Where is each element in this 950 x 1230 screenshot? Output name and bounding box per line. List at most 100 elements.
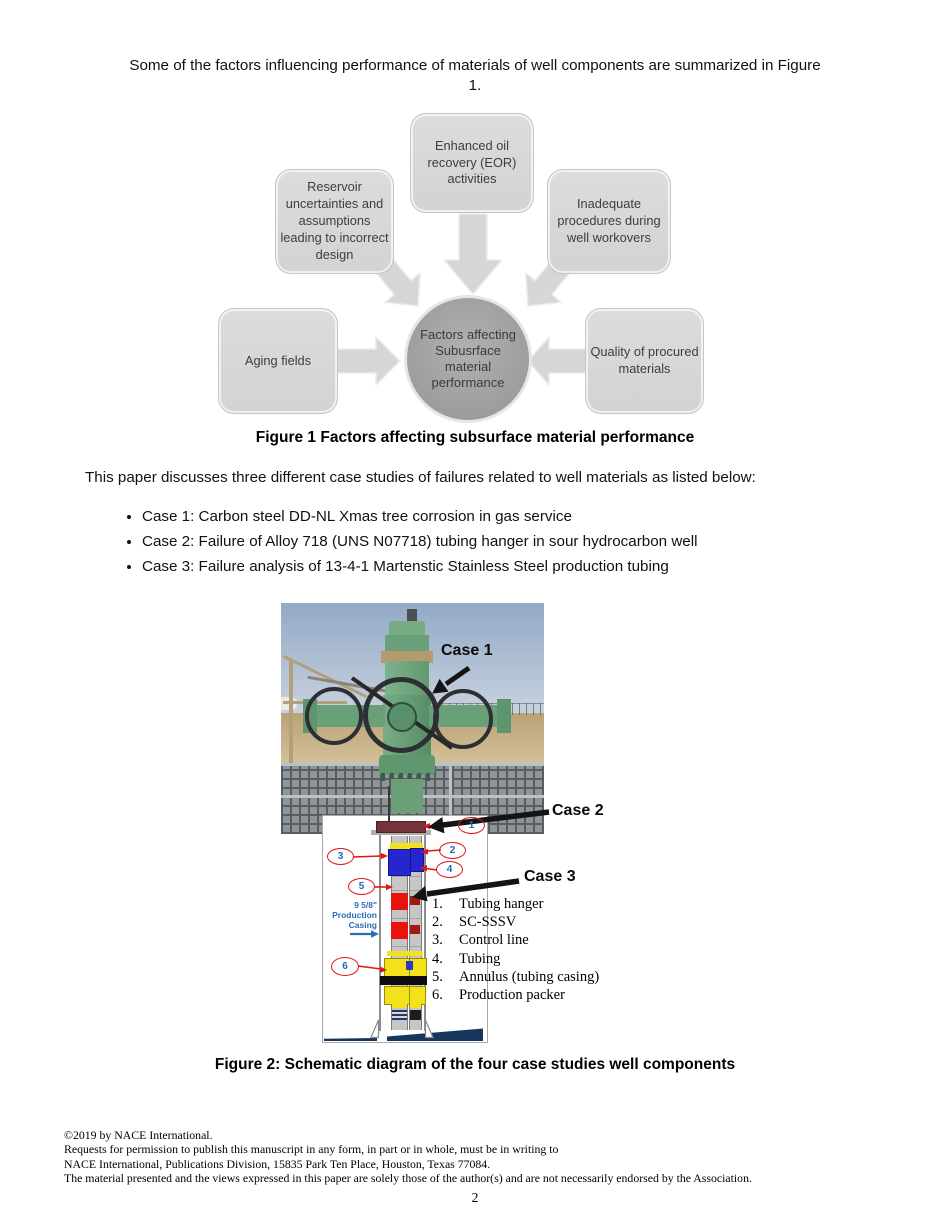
legend-text: Control line bbox=[459, 932, 529, 949]
list-item-case2: Case 2: Failure of Alloy 718 (UNS N07718… bbox=[142, 533, 698, 550]
legend-text: Production packer bbox=[459, 987, 565, 1004]
footer-line: ©2019 by NACE International. bbox=[64, 1128, 213, 1142]
figure2-caption: Figure 2: Schematic diagram of the four … bbox=[214, 1056, 736, 1073]
legend-number: 1. bbox=[432, 896, 443, 912]
page-number: 2 bbox=[471, 1190, 479, 1205]
ground-wedge bbox=[387, 1028, 483, 1041]
wellhead-lower-flange bbox=[379, 755, 435, 775]
arrow-left-icon bbox=[527, 336, 588, 386]
leader-line-6 bbox=[357, 965, 382, 970]
grating-frame-bar bbox=[449, 762, 452, 834]
leader-arrowhead-2 bbox=[421, 848, 428, 855]
lower-yellow-left bbox=[392, 1004, 407, 1008]
wellhead-base bbox=[391, 779, 423, 813]
legend-row: 4.Tubing bbox=[432, 950, 599, 968]
red-block-upper bbox=[391, 893, 408, 910]
factor-box-aging: Aging fields bbox=[218, 308, 338, 414]
legend-number: 2. bbox=[432, 914, 443, 931]
case2-label: Case 2 bbox=[552, 802, 604, 819]
figure1-diagram: Enhanced oil recovery (EOR) activities R… bbox=[210, 110, 742, 432]
legend-text: Tubing bbox=[459, 950, 501, 967]
case-studies-paragraph: This paper discusses three different cas… bbox=[85, 469, 756, 486]
wellhead-tan-band bbox=[381, 651, 433, 663]
casing-pointer-arrowhead bbox=[371, 930, 379, 938]
leader-line-3 bbox=[352, 855, 382, 858]
case1-arrow-line bbox=[444, 665, 471, 687]
figure1-caption: Figure 1 Factors affecting subsurface ma… bbox=[255, 429, 695, 446]
casing-label-line2: Production bbox=[332, 910, 377, 920]
left-handwheel bbox=[305, 687, 363, 745]
case1-arrowhead bbox=[432, 678, 449, 694]
arrow-down-icon bbox=[443, 213, 503, 295]
sssv-cap bbox=[410, 843, 422, 848]
packer-seal-band bbox=[380, 976, 427, 985]
legend-row: 1.Tubing hanger bbox=[432, 895, 599, 913]
case-studies-list: Case 1: Carbon steel DD-NL Xmas tree cor… bbox=[116, 508, 698, 583]
factor-box-quality: Quality of procured materials bbox=[585, 308, 704, 414]
red-block-lower bbox=[391, 922, 408, 939]
case1-label: Case 1 bbox=[441, 642, 493, 659]
support-frame-post bbox=[289, 661, 293, 763]
lower-hatch-left bbox=[392, 1010, 407, 1020]
case3-arrow-line bbox=[426, 878, 520, 897]
factor-box-eor: Enhanced oil recovery (EOR) activities bbox=[410, 113, 534, 213]
footer-line: The material presented and the views exp… bbox=[64, 1170, 752, 1185]
leader-arrowhead-3 bbox=[381, 852, 388, 860]
packer-blue-bit bbox=[406, 961, 413, 970]
callout-bubble-2: 2 bbox=[439, 842, 466, 859]
wellhead-top-fitting bbox=[407, 609, 417, 623]
intro-line-2: 1. bbox=[468, 76, 482, 94]
central-factors-circle: Factors affecting Subusrface material pe… bbox=[404, 295, 532, 423]
callout-bubble-3: 3 bbox=[327, 848, 354, 865]
figure2-composite: 9 5/8" Production Casing bbox=[0, 600, 950, 1050]
footer-line: Requests for permission to publish this … bbox=[64, 1142, 559, 1157]
arrow-right-icon bbox=[335, 336, 401, 386]
flange-bolts bbox=[381, 773, 433, 781]
legend-number: 6. bbox=[432, 987, 443, 1004]
wellhead-cap bbox=[385, 635, 429, 653]
callout-bubble-5: 5 bbox=[348, 878, 375, 895]
legend-text: SC-SSSV bbox=[459, 914, 517, 931]
intro-paragraph: Some of the factors influencing performa… bbox=[0, 56, 950, 95]
lower-hatch-right bbox=[410, 1010, 421, 1020]
component-legend: 1.Tubing hanger 2. SC-SSSV 3. Control line… bbox=[432, 895, 599, 1004]
intro-line-1: Some of the factors influencing performa… bbox=[129, 57, 821, 74]
leader-line-4 bbox=[425, 867, 438, 871]
legend-row: 6. Production packer bbox=[432, 986, 599, 1004]
casing-wall-left bbox=[379, 834, 381, 1031]
list-item-case3: Case 3: Failure analysis of 13-4-1 Marte… bbox=[142, 558, 698, 575]
legend-row: 3. Control line bbox=[432, 931, 599, 949]
legend-number: 3. bbox=[432, 932, 443, 949]
red-mark-upper bbox=[410, 896, 420, 905]
list-item-case1: Case 1: Carbon steel DD-NL Xmas tree cor… bbox=[142, 508, 698, 525]
lower-yellow-right bbox=[410, 1004, 421, 1008]
ground-strip bbox=[324, 1038, 377, 1041]
footer-line: NACE International, Publications Divisio… bbox=[64, 1156, 491, 1171]
legend-text: Annulus (tubing casing) bbox=[459, 968, 600, 985]
packer-top-band bbox=[387, 951, 423, 956]
casing-wall-right bbox=[424, 834, 426, 1031]
legend-number: 5. bbox=[432, 968, 443, 985]
leader-arrowhead-5 bbox=[386, 884, 393, 891]
legend-row: 2. SC-SSSV bbox=[432, 913, 599, 931]
leader-line-2 bbox=[426, 849, 442, 852]
production-casing-label: 9 5/8" Production Casing bbox=[323, 900, 377, 930]
casing-shoe-right bbox=[424, 1019, 434, 1039]
wellhead-cap-top bbox=[389, 621, 425, 637]
callout-bubble-1: 1 bbox=[458, 817, 485, 834]
right-arm-flange bbox=[497, 699, 511, 733]
leader-arrowhead-6 bbox=[380, 966, 387, 973]
casing-shoe-left bbox=[370, 1019, 380, 1039]
casing-label-line1: 9 5/8" bbox=[354, 900, 377, 910]
sssv-right bbox=[410, 848, 424, 872]
case2-arrowhead bbox=[427, 817, 445, 834]
center-hub bbox=[387, 702, 417, 732]
yellow-band bbox=[390, 843, 423, 849]
copyright-footer: ©2019 by NACE International. Requests fo… bbox=[64, 1128, 752, 1185]
factor-box-reservoir: Reservoir uncertainties and assumptions … bbox=[275, 169, 394, 274]
callout-bubble-4: 4 bbox=[436, 861, 463, 878]
case3-label: Case 3 bbox=[524, 868, 576, 885]
callout-bubble-6: 6 bbox=[331, 957, 359, 976]
legend-row: 5. Annulus (tubing casing) bbox=[432, 968, 599, 986]
center-handwheel bbox=[363, 677, 439, 753]
